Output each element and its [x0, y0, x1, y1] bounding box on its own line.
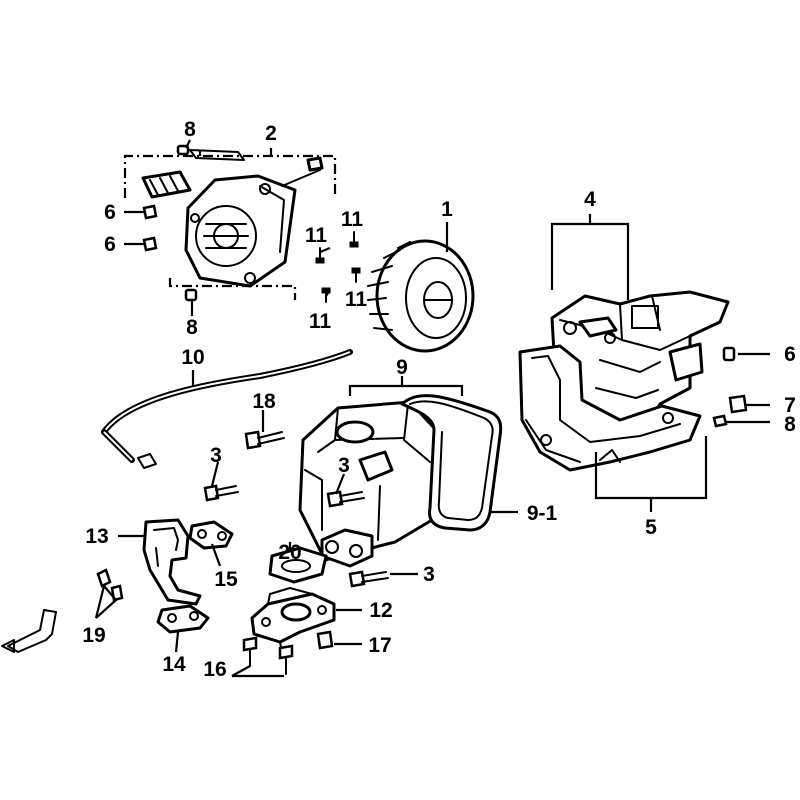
callout-6-upper: 6 — [104, 201, 116, 224]
callout-9-1: 9-1 — [527, 502, 558, 525]
callout-labels: 1 2 3 3 3 4 5 6 6 6 7 8 8 8 9 9-1 10 11 … — [82, 118, 796, 681]
cylinder-shroud-group — [518, 290, 730, 472]
callout-20: 20 — [278, 541, 301, 564]
fan-cover-duct — [141, 170, 192, 199]
callout-11-a: 11 — [341, 208, 364, 231]
intake-manifold-12 — [250, 587, 336, 653]
cover-mount-boss — [320, 528, 374, 568]
callout-8-right: 8 — [784, 413, 796, 436]
gasket-14 — [156, 604, 210, 634]
fan-cover — [184, 174, 297, 288]
callout-9: 9 — [396, 356, 408, 379]
exhaust-pipe-guard — [142, 518, 202, 606]
callout-11-b: 11 — [305, 224, 328, 247]
screw-19 — [96, 568, 124, 602]
callout-19: 19 — [82, 624, 105, 647]
gasket-15 — [188, 520, 234, 550]
callout-12: 12 — [369, 599, 392, 622]
callout-3-middle: 3 — [338, 454, 350, 477]
cylinder-head-cover — [298, 400, 438, 568]
cover-gasket — [400, 394, 503, 532]
front-direction-arrow — [1, 609, 57, 653]
cover-bracket — [189, 149, 245, 161]
fan-cover-group — [123, 149, 337, 300]
callout-10: 10 — [181, 346, 204, 369]
callout-15: 15 — [214, 568, 238, 591]
callout-3-lower: 3 — [423, 563, 435, 586]
intake-insulator-20 — [268, 546, 328, 584]
callout-4: 4 — [584, 188, 596, 211]
callout-1: 1 — [441, 198, 453, 221]
callout-18: 18 — [252, 390, 276, 413]
callout-3-upper: 3 — [210, 444, 222, 467]
callout-11-d: 11 — [309, 310, 332, 333]
callout-6-right: 6 — [784, 343, 796, 366]
callout-5: 5 — [645, 516, 657, 539]
callout-14: 14 — [162, 653, 186, 676]
leader-lines — [94, 139, 770, 678]
callout-6-lower: 6 — [104, 233, 116, 256]
callout-16: 16 — [203, 658, 226, 681]
cover-clip — [306, 156, 324, 172]
callout-7: 7 — [784, 394, 796, 417]
hose — [101, 349, 353, 469]
callout-8-bottom: 8 — [186, 316, 198, 339]
callout-17: 17 — [368, 634, 391, 657]
callout-2: 2 — [265, 122, 277, 145]
fasteners — [142, 144, 748, 675]
cooling-fan — [367, 239, 475, 353]
callout-8-top: 8 — [184, 118, 196, 141]
callout-11-c: 11 — [345, 288, 368, 311]
callout-13: 13 — [85, 525, 108, 548]
